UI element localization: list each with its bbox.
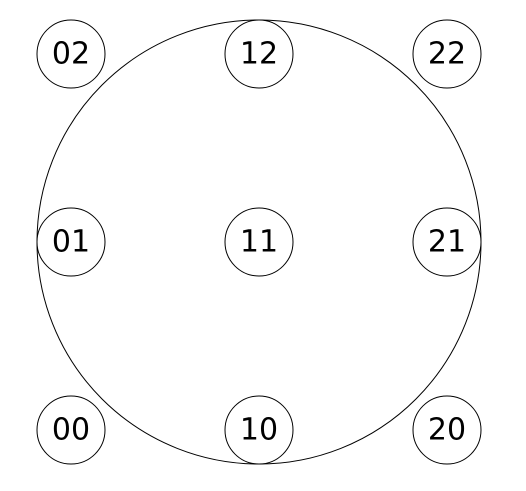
node-12: 12 — [224, 19, 294, 89]
node-02: 02 — [36, 19, 106, 89]
node-label: 01 — [52, 225, 90, 260]
node-circle — [36, 395, 106, 465]
node-22: 22 — [412, 19, 482, 89]
node-01: 01 — [36, 207, 106, 277]
node-label: 10 — [240, 413, 278, 448]
node-label: 11 — [240, 225, 278, 260]
node-label: 02 — [52, 37, 90, 72]
node-circle — [412, 395, 482, 465]
node-label: 22 — [428, 37, 466, 72]
node-label: 21 — [428, 225, 466, 260]
node-21: 21 — [412, 207, 482, 277]
node-10: 10 — [224, 395, 294, 465]
node-circle — [412, 207, 482, 277]
node-circle — [224, 395, 294, 465]
node-label: 12 — [240, 37, 278, 72]
node-11: 11 — [224, 207, 294, 277]
node-20: 20 — [412, 395, 482, 465]
node-circle — [224, 19, 294, 89]
nodes-layer: 02 12 22 01 11 21 00 10 20 — [36, 19, 482, 465]
node-label: 00 — [52, 413, 90, 448]
node-circle — [224, 207, 294, 277]
node-00: 00 — [36, 395, 106, 465]
node-circle — [412, 19, 482, 89]
node-label: 20 — [428, 413, 466, 448]
node-circle — [36, 207, 106, 277]
node-circle — [36, 19, 106, 89]
